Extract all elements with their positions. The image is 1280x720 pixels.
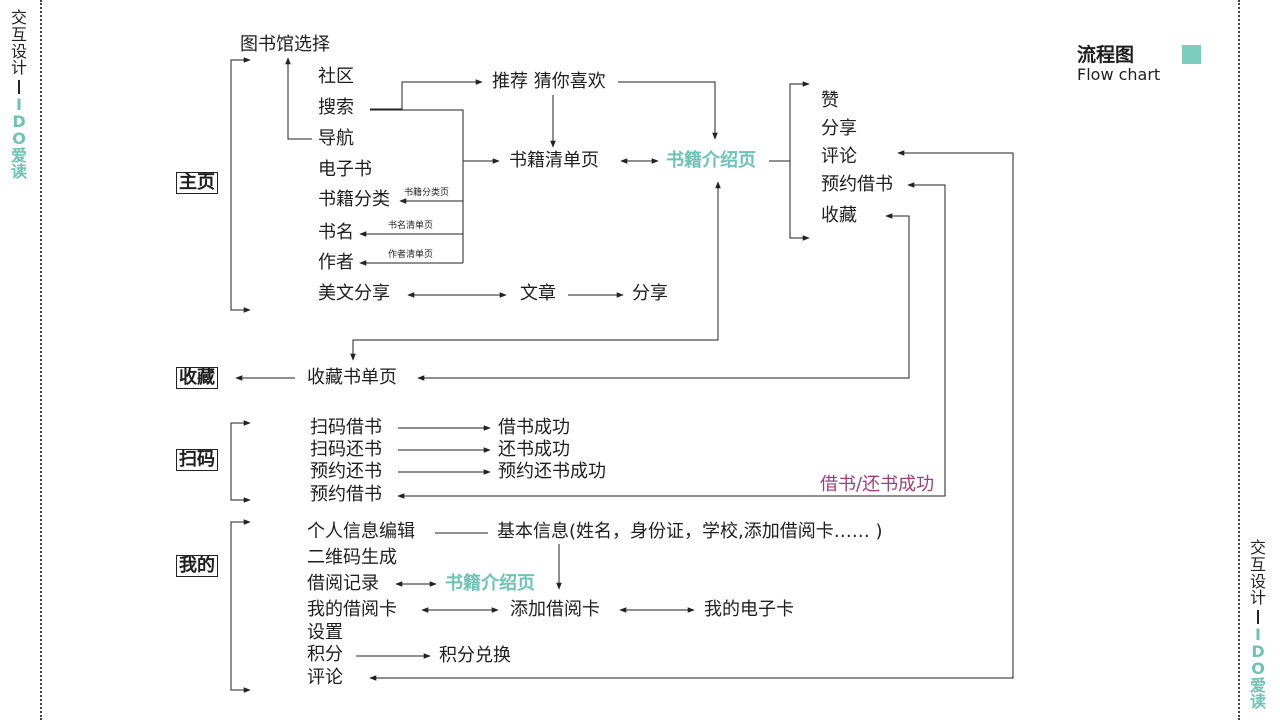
node-scan-return: 扫码还书 [310, 439, 382, 460]
node-qr-code: 二维码生成 [307, 547, 397, 568]
side-char: 互 [1250, 554, 1267, 574]
left-dotted-border [40, 0, 42, 720]
side-char: 计 [11, 58, 28, 78]
action-comment: 评论 [821, 146, 857, 167]
section-home: 主页 [176, 172, 218, 194]
label-borrow-return-ok: 借书/还书成功 [820, 474, 935, 495]
side-brand-char: I [1255, 625, 1261, 645]
node-settings: 设置 [307, 622, 343, 643]
node-category: 书籍分类 [318, 189, 390, 210]
accent-square [1182, 45, 1201, 64]
page-title: 流程图 [1077, 44, 1135, 66]
side-divider [1257, 610, 1259, 625]
node-ebook: 电子书 [318, 159, 372, 180]
side-brand-char: 爱 [1250, 675, 1267, 695]
node-navigation: 导航 [318, 128, 354, 149]
node-return-ok: 还书成功 [498, 439, 570, 460]
node-points-exchange: 积分兑换 [439, 645, 511, 666]
side-brand-char: 爱 [11, 145, 28, 165]
node-borrow-ok: 借书成功 [498, 417, 570, 438]
action-collect: 收藏 [821, 205, 857, 226]
node-library-select: 图书馆选择 [240, 34, 330, 55]
node-essay-share: 美文分享 [318, 283, 390, 304]
node-mine-book-intro: 书籍介绍页 [445, 573, 535, 594]
node-book-name: 书名 [318, 222, 354, 243]
section-mine: 我的 [176, 555, 218, 577]
side-brand-char: O [12, 128, 26, 148]
node-author: 作者 [318, 252, 354, 273]
node-borrow-record: 借阅记录 [307, 573, 379, 594]
node-basic-info: 基本信息(姓名，身份证，学校,添加借阅卡…… ) [497, 521, 883, 542]
node-points: 积分 [307, 644, 343, 665]
node-reserve-return: 预约还书 [310, 461, 382, 482]
node-recommend: 推荐 猜你喜欢 [492, 71, 606, 92]
side-char: 交 [1250, 538, 1267, 557]
left-side-label: 交 互 设 计 I D O 爱 读 [11, 8, 28, 182]
node-community: 社区 [318, 66, 354, 87]
node-add-card: 添加借阅卡 [510, 599, 600, 620]
node-mine-comment: 评论 [307, 667, 343, 688]
node-share: 分享 [632, 283, 668, 304]
label-name-list-page: 书名清单页 [388, 221, 434, 231]
right-dotted-border [1238, 0, 1240, 720]
side-char: 交 [11, 8, 28, 27]
side-brand-char: D [12, 111, 26, 131]
node-reserve-borrow: 预约借书 [310, 484, 382, 505]
node-search: 搜索 [318, 97, 354, 118]
node-book-list: 书籍清单页 [509, 150, 599, 171]
side-char: 计 [1250, 588, 1267, 608]
right-side-label: 交 互 设 计 I D O 爱 读 [1250, 538, 1267, 712]
action-like: 赞 [821, 90, 839, 111]
node-my-ebook-card: 我的电子卡 [704, 599, 794, 620]
side-divider [18, 80, 20, 95]
side-char: 设 [1250, 571, 1267, 591]
node-scan-borrow: 扫码借书 [310, 417, 382, 438]
side-brand-char: 读 [11, 162, 28, 182]
node-my-card: 我的借阅卡 [307, 599, 397, 620]
page-subtitle: Flow chart [1077, 65, 1161, 84]
action-share: 分享 [821, 118, 857, 139]
label-category-page: 书籍分类页 [404, 188, 450, 198]
section-favorites: 收藏 [176, 367, 218, 389]
node-profile-edit: 个人信息编辑 [307, 521, 415, 542]
side-char: 互 [11, 24, 28, 44]
node-book-intro: 书籍介绍页 [666, 150, 756, 171]
node-favorites-list: 收藏书单页 [307, 367, 397, 388]
node-reserve-return-ok: 预约还书成功 [498, 461, 606, 482]
action-reserve: 预约借书 [821, 174, 893, 195]
side-brand-char: I [16, 95, 22, 115]
label-author-list-page: 作者清单页 [388, 250, 434, 260]
side-brand-char: D [1251, 641, 1265, 661]
node-article: 文章 [520, 283, 556, 304]
side-char: 设 [11, 41, 28, 61]
side-brand-char: O [1251, 658, 1265, 678]
section-scan: 扫码 [176, 449, 218, 471]
side-brand-char: 读 [1250, 692, 1267, 712]
